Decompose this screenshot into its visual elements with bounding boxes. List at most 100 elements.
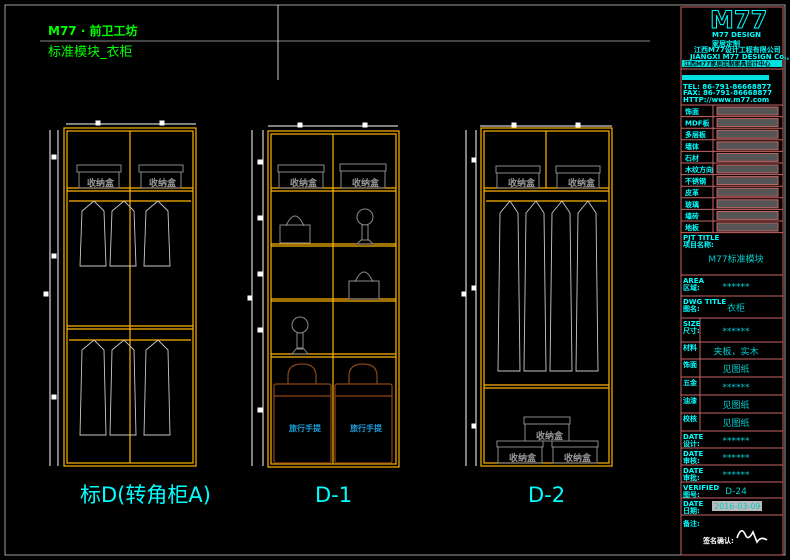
legend-swatch	[716, 187, 779, 197]
legend-row: 墙体	[681, 139, 783, 152]
title-row: 校核见图纸	[681, 413, 783, 432]
row-label: DATE	[683, 467, 703, 475]
legend-row: MDF板	[681, 116, 783, 129]
row-label: 油漆	[683, 396, 697, 405]
row-value: ******	[723, 471, 751, 481]
legend-swatch	[716, 176, 779, 186]
hanging-clothes	[79, 200, 171, 436]
legend-row: 地板	[681, 220, 783, 233]
legend-label: 饰面	[685, 107, 699, 116]
tel: TEL: 86-791-86668877	[683, 83, 772, 91]
row-value: ******	[723, 327, 751, 337]
legend-swatch	[716, 199, 779, 209]
row-label: DWG TITLE	[683, 298, 726, 306]
legend-swatch	[716, 222, 779, 232]
row-label: 尺寸:	[682, 326, 700, 335]
storage-box-label: 收纳盒	[290, 177, 318, 189]
legend-row: 不锈钢	[681, 174, 783, 187]
row-value: ******	[723, 454, 751, 464]
row-label: DATE	[683, 450, 703, 458]
remarks-label: 备注:	[682, 519, 700, 528]
row-value: 见图纸	[722, 417, 749, 429]
title-block: M77 M77 DESIGN 家居定制 江西M77设计工程有限公司 JIANGX…	[680, 6, 790, 556]
legend-label: 石材	[684, 153, 699, 162]
legend-swatch	[716, 141, 779, 151]
legend-label: 墙砖	[685, 211, 699, 220]
cabinet-elevation-d2: 收纳盒 收纳盒 收纳盒 收纳盒 收纳盒	[461, 122, 613, 467]
storage-box-label: 收纳盒	[564, 452, 592, 464]
row-value: 2016-03-09	[714, 502, 761, 511]
row-label: 审批:	[683, 473, 700, 482]
row-label: DATE	[683, 500, 703, 508]
suitcase-label: 旅行手提	[289, 423, 322, 433]
brand-title: M77 · 前卫工坊	[48, 23, 138, 38]
row-value: 见图纸	[722, 399, 749, 411]
row-label: VERIFIED	[683, 484, 719, 492]
legend-label: 多层板	[685, 130, 707, 139]
company-line: 江西M77设计工程有限公司	[694, 45, 781, 54]
storage-box-label: 收纳盒	[149, 177, 177, 189]
row-value: 夹板，实木	[713, 346, 758, 358]
legend-row: 皮革	[681, 185, 783, 198]
company-line: 家居定制	[712, 39, 740, 48]
row-label: 饰面	[683, 360, 697, 369]
legend-row: 玻璃	[681, 197, 783, 210]
website: HTTP://www.m77.com	[683, 96, 769, 104]
storage-box-label: 收纳盒	[536, 430, 564, 442]
legend-swatch	[716, 164, 779, 174]
row-label: 图号:	[683, 490, 700, 499]
legend-label: 玻璃	[685, 200, 699, 209]
row-value: M77标准模块	[708, 253, 763, 265]
legend-swatch	[716, 129, 779, 139]
signature-label: 签名确认:	[702, 536, 734, 545]
legend-swatch	[716, 106, 779, 116]
row-label: PJT TITLE	[683, 234, 720, 242]
title-row: 油漆 见图纸	[681, 395, 783, 414]
row-value: ******	[723, 437, 751, 447]
row-label: AREA	[683, 277, 705, 285]
row-label: 审核:	[683, 456, 700, 465]
row-label: 五金	[683, 378, 698, 387]
drawing-frame	[4, 4, 786, 556]
row-value: ******	[723, 383, 751, 393]
legend-swatch	[716, 118, 779, 128]
legend-label: 地板	[685, 223, 700, 232]
dimension-lines	[43, 120, 196, 466]
row-value: 见图纸	[722, 363, 749, 375]
legend-row: 饰面	[681, 104, 783, 117]
signature-image	[736, 530, 768, 544]
cabinet-elevation-a: 收纳盒 收纳盒	[43, 120, 197, 467]
company-line: M77 DESIGN	[712, 31, 761, 39]
legend-row: 多层板	[681, 127, 783, 140]
view-label-d2: D-2	[528, 483, 565, 507]
legend-swatch	[716, 152, 779, 162]
sheet-subtitle: 标准模块_衣柜	[48, 44, 133, 60]
storage-box-label: 收纳盒	[87, 177, 115, 189]
row-label: 材料	[682, 343, 697, 352]
row-label: 图名:	[683, 304, 700, 313]
legend-row: 墙砖	[681, 208, 783, 221]
row-label: 设计:	[683, 439, 700, 448]
view-label-a: 标D(转角柜A)	[80, 483, 211, 507]
row-label: 日期:	[683, 506, 700, 515]
storage-box-label: 收纳盒	[509, 452, 537, 464]
fax: FAX: 86-791-86668877	[683, 89, 772, 97]
storage-box-label: 收纳盒	[508, 177, 536, 189]
row-value: 衣柜	[727, 302, 745, 314]
row-value: ******	[723, 283, 751, 293]
legend-label: 皮革	[684, 188, 699, 197]
legend-row: 石材	[681, 150, 783, 163]
row-label: DATE	[683, 433, 703, 441]
legend-row: 木纹方向	[681, 162, 783, 175]
company-line: JIANGXI M77 DESIGN Co.,Ltd	[689, 53, 790, 61]
